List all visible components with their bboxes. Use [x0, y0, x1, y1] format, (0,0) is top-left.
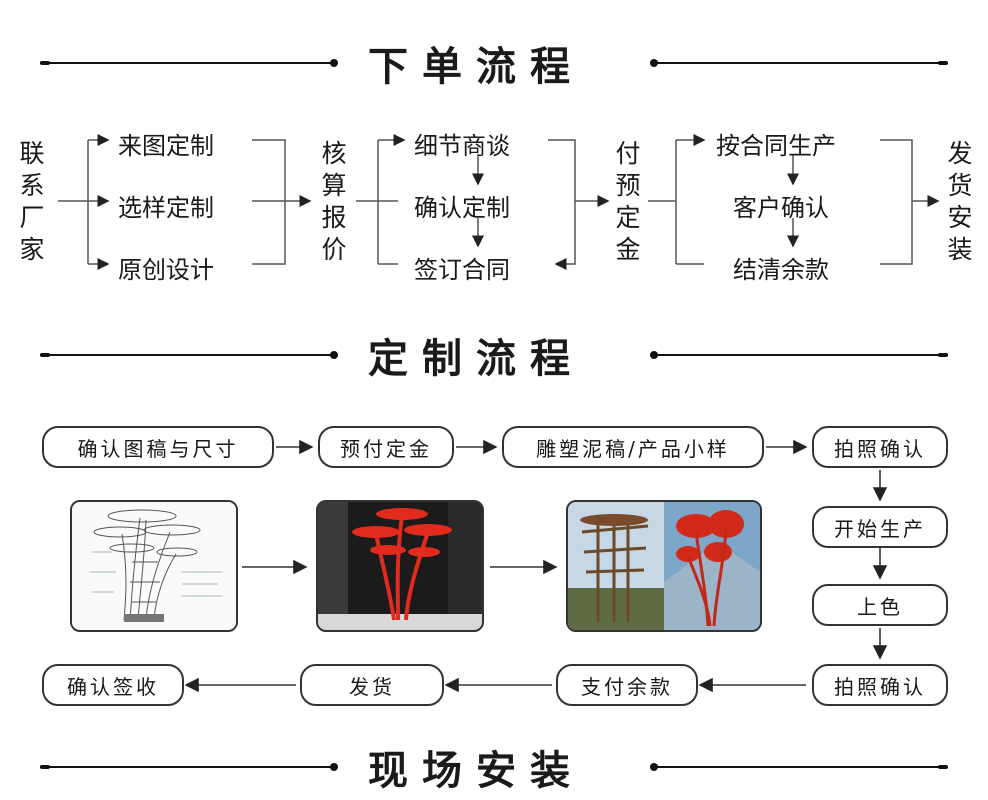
step-prepay-deposit: 预付定金 [318, 426, 454, 468]
step-confirm-custom: 确认定制 [414, 194, 510, 222]
step-detail-negotiation: 细节商谈 [414, 132, 510, 160]
step-start-production: 开始生产 [812, 506, 948, 548]
section-title-install: 现场安装 [368, 748, 584, 794]
step-produce-by-contract: 按合同生产 [716, 132, 836, 160]
step-settle-balance: 结清余款 [733, 256, 829, 284]
step-pay-balance: 支付余款 [556, 664, 698, 706]
title-decoration-left [40, 763, 338, 771]
title-decoration-right [650, 351, 948, 359]
option-original-design: 原创设计 [118, 256, 214, 284]
section-title-custom: 定制流程 [368, 336, 584, 382]
step-confirm-receipt: 确认签收 [42, 664, 184, 706]
contact-factory-label: 联系厂家 [19, 139, 45, 264]
title-decoration-left [40, 351, 338, 359]
red-sample-model-image [316, 500, 484, 632]
sketch-drawing-image [70, 500, 238, 632]
step-customer-confirm: 客户确认 [733, 194, 829, 222]
production-and-install-image [566, 500, 762, 632]
quote-label: 核算报价 [321, 139, 347, 264]
title-decoration-left [40, 59, 338, 67]
option-from-sample: 选样定制 [118, 194, 214, 222]
step-ship: 发货 [300, 664, 444, 706]
step-photo-confirm-2: 拍照确认 [812, 664, 948, 706]
option-from-drawing: 来图定制 [118, 132, 214, 160]
section-title-order: 下单流程 [368, 44, 584, 90]
title-decoration-right [650, 59, 948, 67]
step-sign-contract: 签订合同 [414, 256, 510, 284]
step-confirm-drawing-size: 确认图稿与尺寸 [42, 426, 274, 468]
step-photo-confirm-1: 拍照确认 [812, 426, 948, 468]
step-clay-model-sample: 雕塑泥稿/产品小样 [502, 426, 764, 468]
deposit-label: 付预定金 [615, 139, 641, 264]
title-decoration-right [650, 763, 948, 771]
step-coloring: 上色 [812, 584, 948, 626]
ship-install-label: 发货安装 [947, 139, 973, 264]
